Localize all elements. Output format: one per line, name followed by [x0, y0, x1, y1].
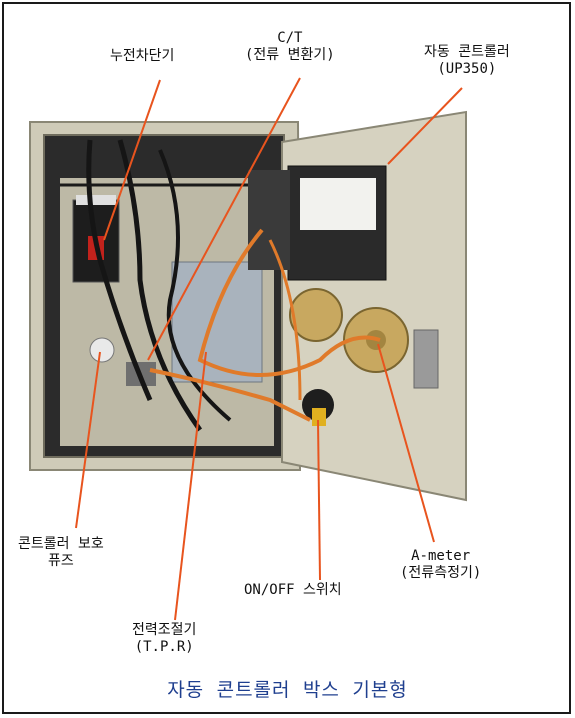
leader-fuse — [75, 351, 101, 529]
ammeter-rear — [289, 288, 343, 342]
label-ct: C/T (전류 변환기) — [245, 30, 335, 64]
label-controller-line1: 자동 콘트롤러 — [424, 44, 510, 60]
leader-ameter — [377, 343, 435, 543]
cable — [158, 149, 232, 422]
label-breaker: 누전차단기 — [110, 48, 174, 65]
leader-tpr — [174, 351, 207, 621]
label-switch: ON/OFF 스위치 — [244, 582, 342, 599]
label-ameter-line1: A-meter — [411, 548, 471, 564]
wiring-harness — [149, 368, 311, 422]
figure-caption: 자동 콘트롤러 박스 기본형 — [167, 679, 408, 701]
controller-terminal-block — [248, 170, 290, 270]
wiring-harness — [268, 239, 302, 401]
label-controller: 자동 콘트롤러 (UP350) — [424, 44, 510, 78]
tpr-device — [171, 261, 263, 383]
label-tpr: 전력조절기 (T.P.R) — [132, 622, 196, 656]
leader-switch — [317, 419, 321, 581]
label-ct-line1: C/T — [277, 30, 303, 46]
label-ameter: A-meter (전류측정기) — [400, 548, 481, 582]
label-switch-text: ON/OFF 스위치 — [244, 582, 342, 598]
label-fuse-line1: 콘트롤러 보호 — [18, 536, 104, 552]
fuse-holder — [89, 337, 115, 363]
cable — [86, 139, 153, 401]
controller-label-plate — [300, 178, 376, 230]
leader-controller — [387, 87, 463, 165]
label-tpr-line2: (T.P.R) — [134, 639, 194, 655]
leader-ct — [147, 77, 301, 361]
label-ct-line2: (전류 변환기) — [245, 47, 335, 63]
label-tpr-line1: 전력조절기 — [132, 622, 197, 638]
label-ameter-line2: (전류측정기) — [400, 565, 482, 581]
label-fuse: 콘트롤러 보호 퓨즈 — [18, 536, 104, 570]
breaker-top-terminals — [76, 195, 116, 205]
wiring-harness — [197, 228, 381, 377]
leader-breaker — [103, 79, 161, 241]
label-controller-line2: (UP350) — [437, 61, 497, 77]
label-fuse-line2: 퓨즈 — [47, 553, 74, 569]
door-latch — [413, 329, 439, 389]
switch-lever — [312, 408, 326, 426]
label-breaker-text: 누전차단기 — [110, 48, 175, 64]
